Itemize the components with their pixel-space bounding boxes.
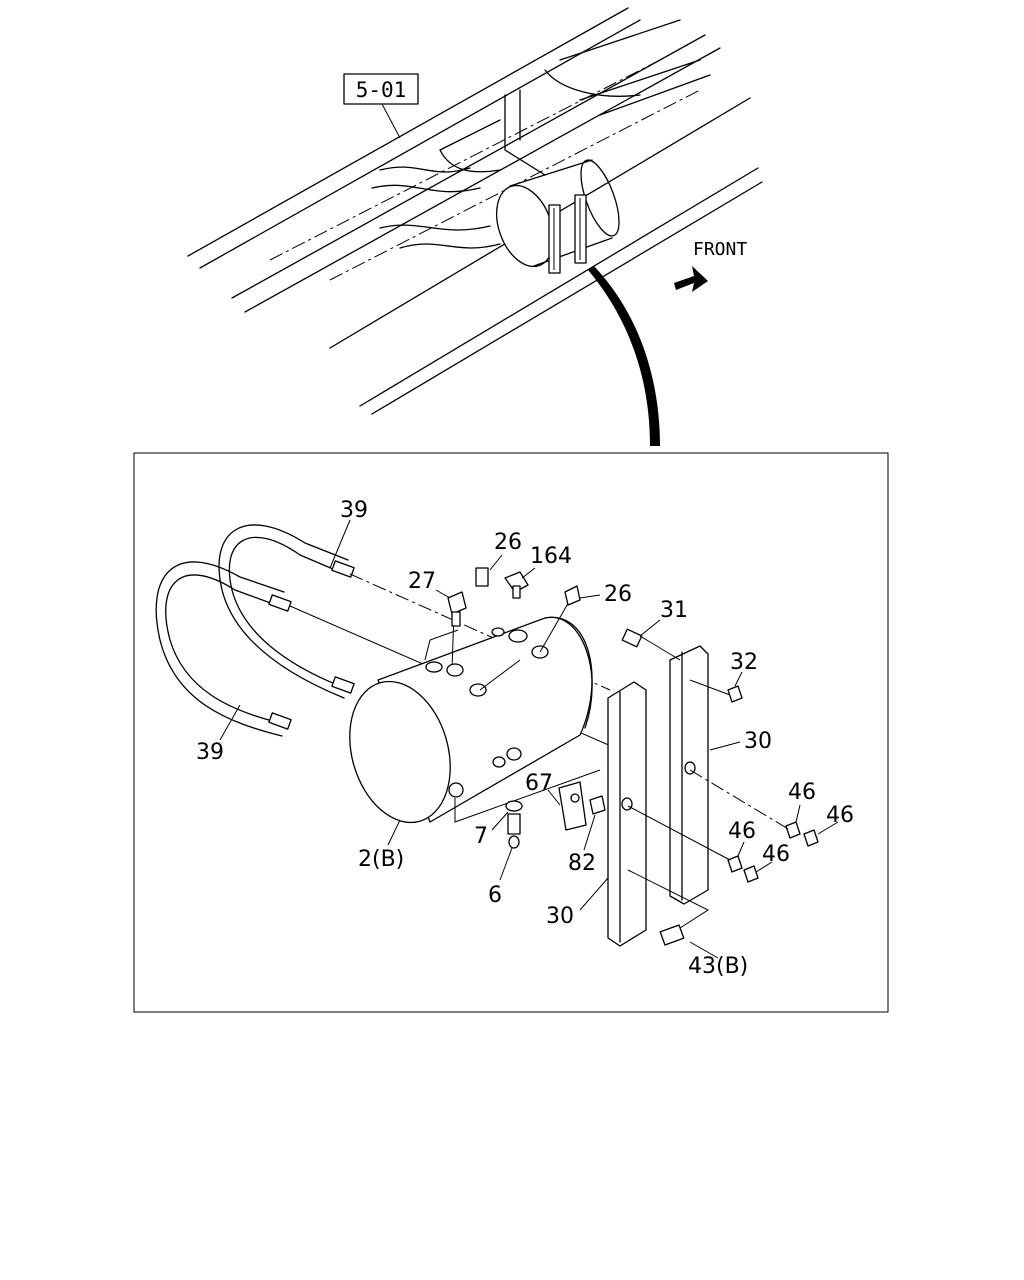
- front-arrow-icon: [674, 266, 708, 292]
- tank-ports: [425, 627, 549, 798]
- callout-labels: 39 39 26 164 27 26 31 32 30 46 46 46 46 …: [196, 498, 854, 979]
- detail-frame: [133, 452, 889, 1013]
- front-label: FRONT: [693, 239, 747, 260]
- callout-46-a[interactable]: 46: [788, 780, 816, 805]
- callout-31[interactable]: 31: [660, 598, 688, 623]
- callout-30-right[interactable]: 30: [744, 729, 772, 754]
- callout-164[interactable]: 164: [530, 544, 572, 569]
- callout-26-right[interactable]: 26: [604, 582, 632, 607]
- callout-46-b[interactable]: 46: [826, 803, 854, 828]
- leader-lines: [219, 519, 839, 959]
- callout-7[interactable]: 7: [474, 824, 488, 849]
- callout-46-d[interactable]: 46: [762, 842, 790, 867]
- callout-27[interactable]: 27: [408, 569, 436, 594]
- callout-26-upper[interactable]: 26: [494, 530, 522, 555]
- callout-46-c[interactable]: 46: [728, 819, 756, 844]
- callout-39-left[interactable]: 39: [196, 740, 224, 765]
- callout-82[interactable]: 82: [568, 851, 596, 876]
- chassis-frame-view: 5-01 FRONT: [187, 7, 763, 446]
- callout-67[interactable]: 67: [525, 771, 553, 796]
- callout-32[interactable]: 32: [730, 650, 758, 675]
- reference-tag-box: [343, 73, 419, 105]
- exploded-view: [155, 524, 819, 947]
- reference-tag[interactable]: 5-01: [356, 78, 407, 102]
- callout-2b[interactable]: 2(B): [358, 847, 404, 872]
- brackets: [607, 645, 709, 947]
- callout-43b[interactable]: 43(B): [688, 954, 748, 979]
- detail-pointer-arrow: [588, 266, 660, 446]
- callout-6[interactable]: 6: [488, 883, 502, 908]
- tank-end-cap: [349, 680, 451, 824]
- callout-39-top[interactable]: 39: [340, 498, 368, 523]
- thread-ends: [268, 560, 355, 730]
- callout-30-bottom[interactable]: 30: [546, 904, 574, 929]
- fittings: [446, 567, 819, 946]
